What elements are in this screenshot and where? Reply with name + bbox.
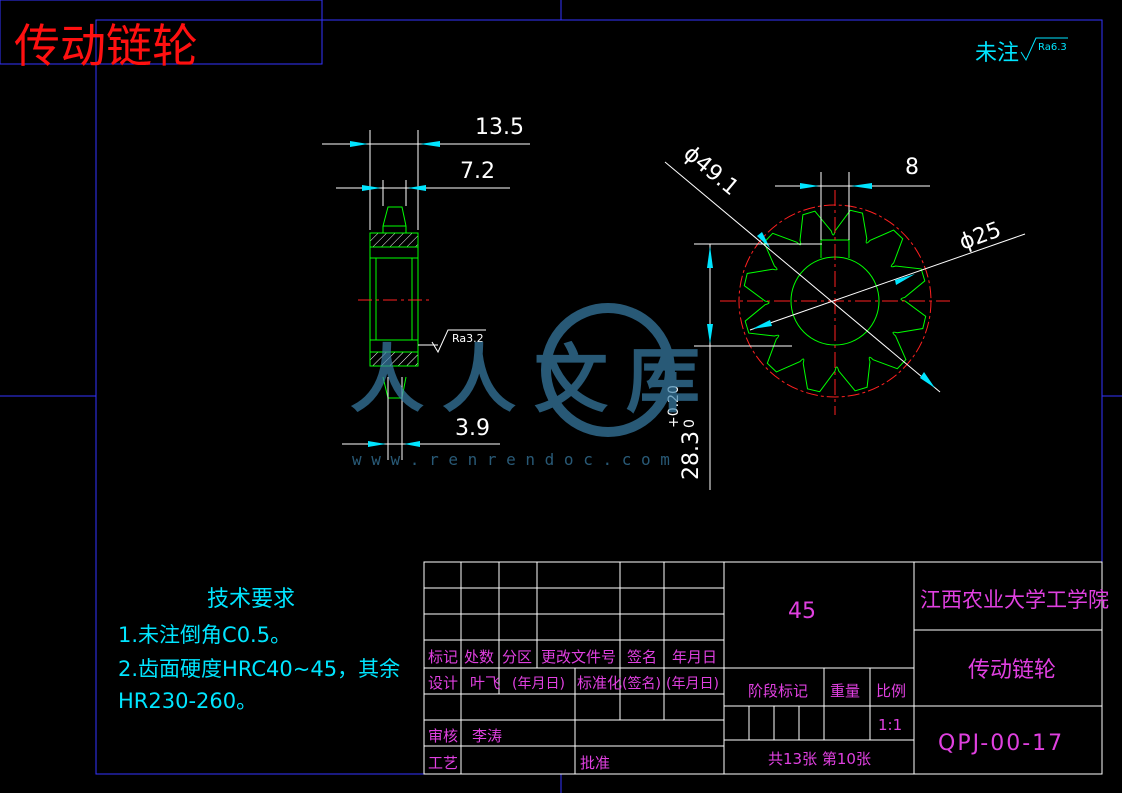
tb-header-date: 年月日 bbox=[672, 648, 717, 666]
tb-scale-value: 1:1 bbox=[878, 716, 902, 734]
tolerance-lower: 0 bbox=[682, 419, 698, 428]
tech-requirement-3: HR230-260。 bbox=[118, 689, 257, 713]
title-block: 标记 处数 分区 更改文件号 签名 年月日 设计 叶飞 (年月日) 标准化 (签… bbox=[423, 561, 1109, 775]
side-view: 13.5 7.2 3.9 Ra3.2 bbox=[322, 115, 530, 460]
tb-scale-label: 比例 bbox=[876, 682, 906, 700]
tb-design-date: (年月日) bbox=[512, 676, 565, 692]
dim-tooth-width: 3.9 bbox=[455, 416, 490, 441]
tb-reviewer: 李涛 bbox=[472, 727, 502, 745]
watermark-logo-text: 人人文库 bbox=[350, 337, 718, 423]
dim-outer-diameter: ϕ49.1 bbox=[678, 141, 743, 201]
watermark: 人人文库 w w w . r e n r e n d o c . c o m bbox=[350, 303, 718, 469]
tb-material: 45 bbox=[788, 599, 816, 624]
tb-standardization-label: 标准化 bbox=[577, 674, 622, 692]
tb-process-label: 工艺 bbox=[428, 754, 458, 772]
tb-review-label: 审核 bbox=[428, 727, 458, 745]
roughness-note-label: 未注 bbox=[975, 41, 1019, 66]
tb-header-count: 处数 bbox=[464, 648, 494, 666]
general-roughness-note: 未注 Ra6.3 bbox=[975, 37, 1068, 66]
tb-weight-label: 重量 bbox=[830, 682, 860, 700]
roughness-note-value: Ra6.3 bbox=[1038, 42, 1067, 53]
dim-overall-width: 13.5 bbox=[475, 115, 524, 140]
tb-designer: 叶飞 bbox=[470, 674, 500, 692]
tb-standardization-date: (年月日) bbox=[666, 676, 719, 692]
tb-sheet-info: 共13张 第10张 bbox=[768, 750, 871, 768]
tb-school: 江西农业大学工学院 bbox=[920, 588, 1109, 612]
dim-hub-width: 7.2 bbox=[460, 159, 495, 184]
tb-part-name: 传动链轮 bbox=[968, 658, 1056, 683]
tech-requirement-1: 1.未注倒角C0.5。 bbox=[118, 623, 291, 647]
tb-drawing-number: QPJ-00-17 bbox=[938, 731, 1064, 756]
tolerance-upper: +0.20 bbox=[666, 385, 682, 428]
tb-stage-label: 阶段标记 bbox=[748, 682, 808, 700]
tb-header-sign: 签名 bbox=[627, 648, 657, 666]
side-roughness: Ra3.2 bbox=[452, 332, 484, 345]
tb-signature: (签名) bbox=[622, 675, 661, 692]
tb-header-zone: 分区 bbox=[502, 648, 532, 666]
watermark-url: w w w . r e n r e n d o c . c o m bbox=[352, 450, 670, 469]
tb-header-doc: 更改文件号 bbox=[541, 648, 616, 666]
dim-keyway-width: 8 bbox=[905, 155, 919, 180]
dim-keyway-depth: 28.3 bbox=[679, 431, 704, 480]
tb-header-mark: 标记 bbox=[428, 648, 458, 666]
tb-design-label: 设计 bbox=[428, 674, 458, 692]
front-view: 8 ϕ49.1 ϕ25 28.3 +0.20 0 bbox=[664, 141, 1026, 490]
tech-requirements: 技术要求 1.未注倒角C0.5。 2.齿面硬度HRC40~45，其余 HR230… bbox=[118, 587, 400, 713]
tb-approve-label: 批准 bbox=[580, 754, 610, 772]
tech-requirements-heading: 技术要求 bbox=[207, 587, 295, 612]
tech-requirement-2: 2.齿面硬度HRC40~45，其余 bbox=[118, 657, 400, 681]
drawing-title: 传动链轮 bbox=[14, 19, 198, 73]
